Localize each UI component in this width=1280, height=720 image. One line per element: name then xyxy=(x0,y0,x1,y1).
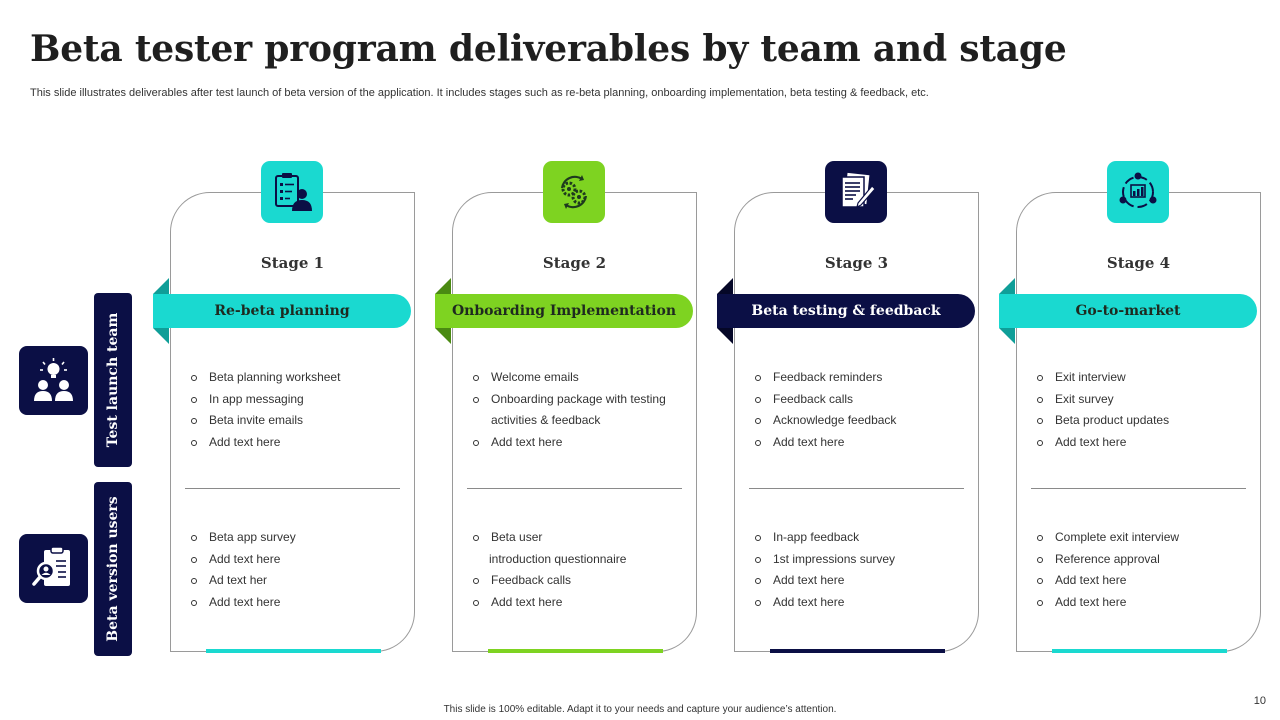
stage-banner-go-to-market: Go-to-market xyxy=(999,294,1257,328)
list-item: 1st impressions survey xyxy=(755,549,968,571)
stage-card-4: Stage 4 Exit interview Exit survey Beta … xyxy=(1016,192,1261,653)
banner-fold xyxy=(435,278,451,294)
footer-note: This slide is 100% editable. Adapt it to… xyxy=(443,704,837,715)
accent-bar xyxy=(1052,649,1227,653)
list-item: Add text here xyxy=(1037,570,1250,592)
list-item: Feedback calls xyxy=(755,389,968,411)
list-item: Add text here xyxy=(755,570,968,592)
list-item: Reference approval xyxy=(1037,549,1250,571)
list-item: Beta product updates xyxy=(1037,410,1250,432)
team-lightbulb-icon xyxy=(19,346,88,415)
accent-bar xyxy=(488,649,663,653)
gears-cycle-icon xyxy=(543,161,605,223)
list-item: Add text here xyxy=(473,432,686,454)
stage-banner-re-beta-planning: Re-beta planning xyxy=(153,294,411,328)
list-item-continuation: introduction questionnaire xyxy=(489,551,627,566)
clipboard-user-search-icon xyxy=(19,534,88,603)
slide-title: Beta tester program deliverables by team… xyxy=(30,28,1067,70)
list-item: Acknowledge feedback xyxy=(755,410,968,432)
page-number: 10 xyxy=(1253,695,1266,707)
list-item: Complete exit interview xyxy=(1037,527,1250,549)
stage-banner-onboarding-implementation: Onboarding Implementation xyxy=(435,294,693,328)
banner-fold xyxy=(999,328,1015,344)
team-deliverables-list: Feedback reminders Feedback calls Acknow… xyxy=(755,367,968,453)
slide-subtitle: This slide illustrates deliverables afte… xyxy=(30,87,929,99)
stage-card-2: Stage 2 Welcome emails Onboarding packag… xyxy=(452,192,697,653)
list-item: In-app feedback xyxy=(755,527,968,549)
stage-card-3: Stage 3 Feedback reminders Feedback call… xyxy=(734,192,979,653)
list-item: Beta planning worksheet xyxy=(191,367,404,389)
documents-pen-icon xyxy=(825,161,887,223)
team-deliverables-list: Welcome emails Onboarding package with t… xyxy=(473,367,686,453)
list-item-continuation: activities & feedback xyxy=(491,413,601,428)
accent-bar xyxy=(770,649,945,653)
user-deliverables-list: Complete exit interview Reference approv… xyxy=(1037,527,1250,613)
accent-bar xyxy=(206,649,381,653)
list-item: Add text here xyxy=(755,432,968,454)
user-deliverables-list: In-app feedback 1st impressions survey A… xyxy=(755,527,968,613)
list-item: Add text here xyxy=(191,549,404,571)
banner-fold xyxy=(153,328,169,344)
list-item: Feedback calls xyxy=(473,570,686,592)
list-item: Exit interview xyxy=(1037,367,1250,389)
list-item: Add text here xyxy=(473,592,686,614)
row-label-beta-version-users: Beta version users xyxy=(94,482,132,656)
divider xyxy=(467,488,682,489)
list-item: Beta invite emails xyxy=(191,410,404,432)
stage-label: Stage 1 xyxy=(260,254,325,272)
list-item: Add text here xyxy=(191,592,404,614)
team-deliverables-list: Beta planning worksheet In app messaging… xyxy=(191,367,404,453)
stage-banner-beta-testing-feedback: Beta testing & feedback xyxy=(717,294,975,328)
stage-label: Stage 4 xyxy=(1106,254,1171,272)
stage-card-1: Stage 1 Beta planning worksheet In app m… xyxy=(170,192,415,653)
banner-fold xyxy=(999,278,1015,294)
list-item: Add text here xyxy=(191,432,404,454)
user-deliverables-list: Beta user introduction questionnaire Fee… xyxy=(473,527,686,613)
stage-label: Stage 3 xyxy=(824,254,889,272)
list-item: Ad text her xyxy=(191,570,404,592)
list-item: In app messaging xyxy=(191,389,404,411)
list-item: Add text here xyxy=(1037,592,1250,614)
list-item: Exit survey xyxy=(1037,389,1250,411)
banner-fold xyxy=(435,328,451,344)
team-deliverables-list: Exit interview Exit survey Beta product … xyxy=(1037,367,1250,453)
user-deliverables-list: Beta app survey Add text here Ad text he… xyxy=(191,527,404,613)
row-label-test-launch-team: Test launch team xyxy=(94,293,132,467)
list-item: Welcome emails xyxy=(473,367,686,389)
list-item: Add text here xyxy=(755,592,968,614)
stage-label: Stage 2 xyxy=(542,254,607,272)
checklist-person-icon xyxy=(261,161,323,223)
list-item: Add text here xyxy=(1037,432,1250,454)
divider xyxy=(185,488,400,489)
row-label-text: Test launch team xyxy=(105,312,121,448)
divider xyxy=(749,488,964,489)
divider xyxy=(1031,488,1246,489)
list-item: Feedback reminders xyxy=(755,367,968,389)
row-label-text: Beta version users xyxy=(105,496,121,642)
banner-fold xyxy=(153,278,169,294)
banner-fold xyxy=(717,278,733,294)
banner-fold xyxy=(717,328,733,344)
list-item: Beta user xyxy=(473,527,686,549)
list-item: Onboarding package with testing xyxy=(473,389,686,411)
list-item: Beta app survey xyxy=(191,527,404,549)
market-cycle-icon xyxy=(1107,161,1169,223)
